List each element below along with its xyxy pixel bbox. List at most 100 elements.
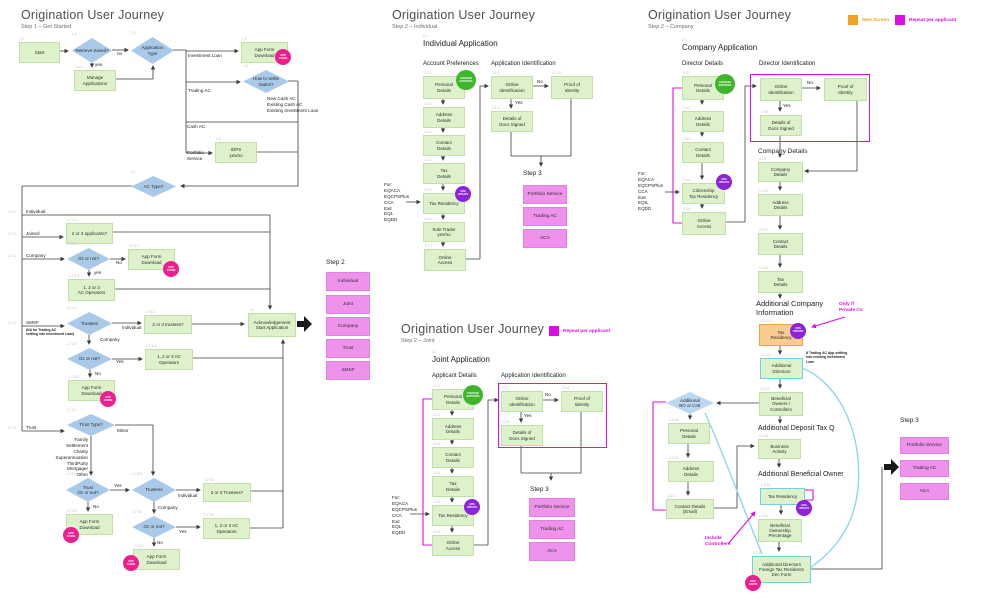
- node-label: Details of Docs Signed: [499, 116, 525, 127]
- node-label: Joint: [342, 301, 354, 307]
- label-text: 1.7.4: [8, 321, 16, 325]
- edge-label: Yes: [116, 359, 124, 365]
- node-number: 2.3.9: [759, 157, 767, 162]
- node-number: 2.3.4: [683, 178, 691, 183]
- label-text: Trading AC: [188, 88, 211, 93]
- node-label: Trust: [342, 345, 354, 351]
- heading-number: 2.1: [423, 34, 428, 38]
- legend-new-screen: New Screen: [848, 15, 889, 25]
- node-label: Portfolio Service: [534, 504, 570, 510]
- label-text: Family Settlement Charity Superannuation…: [55, 437, 88, 478]
- node-label: Details of Docs Signed: [768, 120, 794, 131]
- node-number: 2.2.7: [502, 386, 510, 391]
- node-label: Address Details: [682, 466, 700, 477]
- dec-form-badge: DEC FORM: [745, 575, 761, 591]
- legend-swatch-orange: [848, 15, 858, 25]
- heading-step-2: Step 2: [326, 259, 345, 266]
- edge-label: Trust: [26, 425, 36, 431]
- node-number: 2.1.6: [424, 217, 432, 222]
- node-number: 2.3.1: [683, 71, 691, 76]
- node-label: Oz or not?: [78, 356, 100, 362]
- node-number: 1.7.4.5: [69, 375, 80, 380]
- node-number: 1.5: [243, 64, 248, 69]
- edge-label: 1.7.4: [8, 321, 16, 325]
- node-label: Oz or not?: [143, 524, 165, 530]
- edge-label: 1.7.5: [8, 426, 16, 430]
- node-label: Trading AC: [540, 526, 564, 532]
- node-label: ACA: [540, 235, 550, 241]
- node-label: Trust Oz or not?: [77, 484, 99, 495]
- big-arrow-to-step3: [884, 459, 899, 475]
- node-label: Address Details: [435, 112, 453, 123]
- crs-update-badge: CRS UPDATE: [455, 186, 471, 202]
- edge-label: New Cash AC Existing Cash AC Existing In…: [267, 96, 318, 114]
- node-number: 1.7.5.7: [134, 544, 145, 549]
- edge-label: No: [537, 79, 543, 85]
- node-trading-ac: Trading AC: [900, 460, 949, 477]
- badge-label: CRS UPDATE: [792, 327, 804, 333]
- node-number: 1.6: [216, 137, 221, 142]
- label-text: Yes: [524, 413, 532, 418]
- node-label: Address Details: [694, 116, 712, 127]
- heading-text: Applicant Details: [432, 373, 477, 379]
- title-text: Origination User Journey: [648, 8, 792, 22]
- node-label: App Form Download: [254, 47, 275, 58]
- choose-existing-badge: CHOOSE EXISTING: [715, 74, 735, 94]
- label-text: Yes: [114, 483, 122, 488]
- edge-label: 1.7.2: [8, 232, 16, 236]
- node-number: 2.2.3: [433, 442, 441, 447]
- badge-label: CRS UPDATE: [457, 190, 469, 196]
- subtitle-text: Step 2 – Company: [648, 23, 694, 30]
- edge-label: Minor: [117, 428, 129, 434]
- edge-label: No: [95, 371, 101, 377]
- node-label: Additional BO or Cntr: [679, 397, 701, 408]
- node-number: 2.3.17: [667, 494, 677, 499]
- crs-update-badge: CRS UPDATE: [464, 499, 480, 515]
- edge-label: Yes: [515, 100, 523, 106]
- edge-label: Family Settlement Charity Superannuation…: [47, 437, 88, 478]
- node-number: 1.7.5.6: [132, 510, 143, 515]
- node-number: 1.3: [131, 31, 136, 36]
- legend-swatch-magenta: [895, 15, 905, 25]
- label-text: 1.7.3: [8, 254, 16, 258]
- node-label: SMSF: [341, 367, 355, 373]
- label-text: Individual: [122, 325, 142, 330]
- node-number: 2.3.15: [669, 418, 679, 423]
- edge-label: No: [545, 392, 551, 398]
- node-label: 1, 2 or 3 AC Operators: [77, 284, 106, 295]
- node-label: Beneficial Owners / Controllers: [770, 396, 792, 412]
- label-text: If Trading AC App settling into existing…: [806, 351, 848, 364]
- node-label: App Form Download: [79, 519, 100, 530]
- edge-label: no: [117, 51, 122, 57]
- node-number: 2.3.14: [760, 387, 770, 392]
- label-text: Company: [100, 337, 120, 342]
- node-number: 1.7.5.5: [132, 472, 143, 477]
- heading-text: Company Details: [758, 148, 808, 155]
- choose-existing-badge: CHOOSE EXISTING: [463, 385, 483, 405]
- heading-number: 2.3: [682, 38, 687, 42]
- node-number: 2.3.21: [753, 551, 763, 556]
- label-text: Individual: [178, 493, 198, 498]
- node-number: 1.8: [249, 308, 254, 313]
- node-number: 2.3.12.1: [760, 319, 772, 324]
- node-number: 2.2.2: [433, 413, 441, 418]
- edge-label: No: [807, 80, 813, 86]
- node-label: Portfolio Service: [527, 191, 563, 197]
- node-number: 1.7.5.3: [67, 509, 78, 514]
- heading-company-details: Company Details: [758, 148, 808, 155]
- node-label: Additional Directors: [771, 363, 792, 374]
- node-label: Contact Details: [695, 147, 711, 158]
- label-text: 1.7.5: [8, 426, 16, 430]
- heading-application-identification: Application Identification: [491, 61, 556, 68]
- node-number: 2.2.9: [502, 420, 510, 425]
